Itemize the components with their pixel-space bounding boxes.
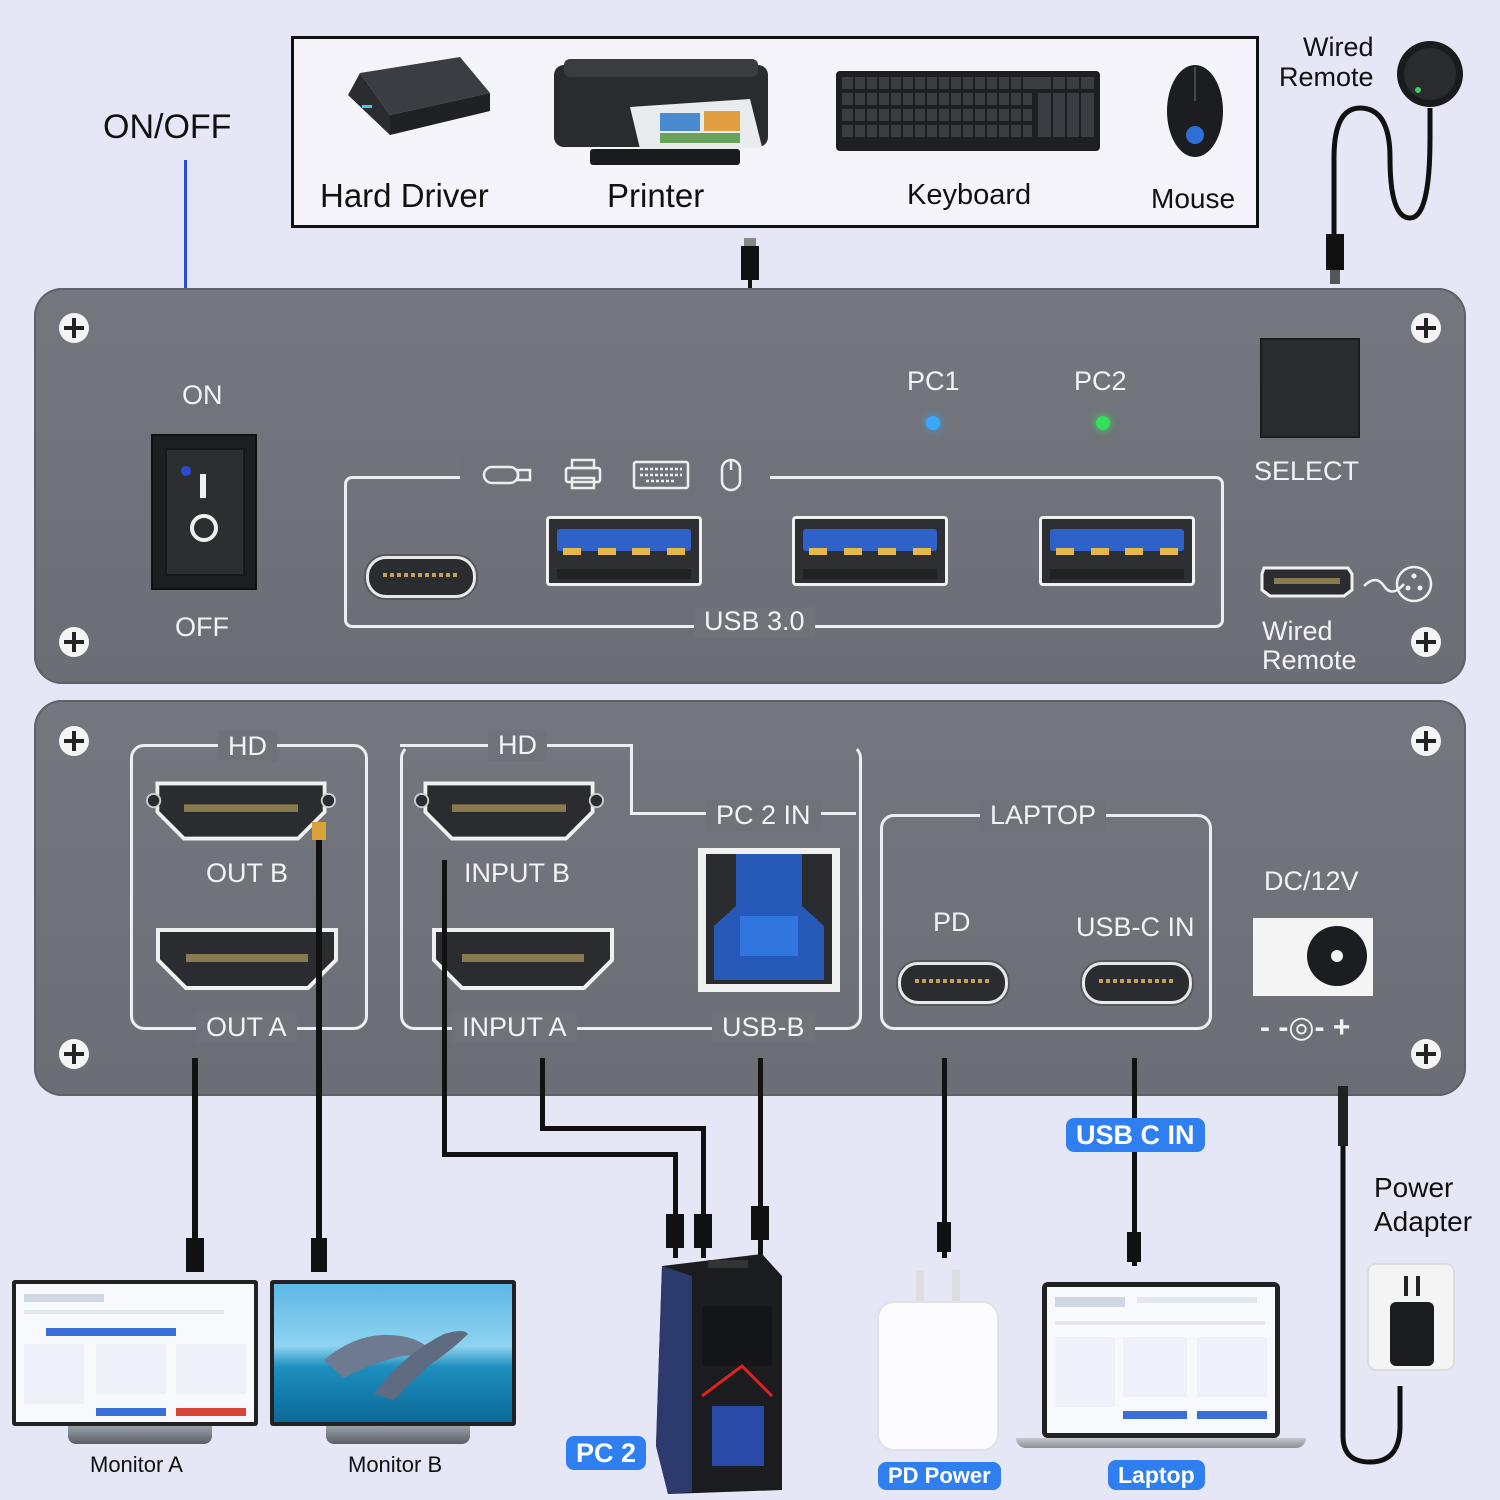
laptop-label: LAPTOP — [980, 800, 1107, 831]
monitor-a-label: Monitor A — [90, 1452, 183, 1477]
peripherals-box: Hard Driver Printer Keyboard Mouse — [291, 36, 1259, 228]
wired-remote-title-line2: Remote — [1279, 62, 1374, 92]
power-adapter-line2: Adapter — [1374, 1206, 1473, 1237]
hdmi-out-a-port[interactable] — [152, 926, 342, 992]
mouse-small-icon — [720, 458, 742, 492]
pc-tower-icon — [656, 1254, 782, 1494]
cable-input-a-drop — [701, 1126, 706, 1258]
polarity-label: - -◎- + — [1260, 1011, 1351, 1044]
cable-input-b-drop — [673, 1152, 678, 1258]
hdmi-input-a-port[interactable] — [428, 926, 618, 992]
pc2-led — [1096, 416, 1110, 430]
dolphin-icon — [324, 1331, 468, 1400]
cable-input-a-horiz — [540, 1126, 706, 1131]
screw-icon — [1411, 1039, 1441, 1069]
input-frame — [400, 744, 862, 1030]
usb-a-port-2[interactable] — [792, 516, 948, 586]
usbc-in-port[interactable] — [1082, 962, 1192, 1004]
wired-remote-port-label-line2: Remote — [1262, 645, 1357, 675]
wired-remote-port[interactable] — [1260, 562, 1440, 606]
out-a-label: OUT A — [196, 1012, 297, 1043]
usb-b-port[interactable] — [696, 846, 842, 994]
input-a-label: INPUT A — [452, 1012, 577, 1043]
pc2-in-label: PC 2 IN — [706, 800, 821, 831]
mouse-label: Mouse — [1151, 183, 1236, 214]
keyboard-icon — [836, 71, 1100, 151]
usbc-in-label: USB-C IN — [1076, 912, 1195, 942]
pc2-label: PC2 — [1074, 366, 1127, 396]
printer-label: Printer — [607, 177, 705, 214]
monitor-b — [270, 1280, 516, 1426]
pd-power-badge: PD Power — [878, 1462, 1001, 1490]
power-switch[interactable] — [151, 434, 257, 590]
select-label: SELECT — [1254, 456, 1360, 486]
usb-icons-strip — [460, 455, 770, 495]
wired-remote-icon — [1326, 41, 1463, 284]
cable-input-a-vert — [540, 1058, 545, 1130]
usb-a-port-3[interactable] — [1039, 516, 1195, 586]
usb-b-label: USB-B — [712, 1012, 815, 1043]
out-b-label: OUT B — [206, 858, 289, 888]
laptop-device — [1042, 1282, 1280, 1438]
switch-off-label: OFF — [175, 612, 229, 642]
pd-label: PD — [933, 907, 971, 937]
input-b-label: INPUT B — [464, 858, 571, 888]
select-button[interactable] — [1260, 338, 1360, 438]
cable-power-adapter — [1338, 1086, 1403, 1465]
cable-pd — [942, 1058, 947, 1258]
printer-icon — [554, 59, 768, 165]
hd-left-label: HD — [218, 731, 277, 762]
cable-out-a — [192, 1058, 198, 1258]
usb30-label: USB 3.0 — [694, 606, 815, 637]
pc1-label: PC1 — [907, 366, 960, 396]
pd-charger-icon — [877, 1270, 999, 1451]
usb-c-in-badge: USB C IN — [1066, 1118, 1205, 1152]
wired-remote-title-line1: Wired — [1303, 32, 1374, 62]
usb-c-port-front[interactable] — [366, 556, 476, 598]
power-adapter-line1: Power — [1374, 1172, 1454, 1203]
pc1-led — [926, 416, 940, 430]
usb-a-port-1[interactable] — [546, 516, 702, 586]
screw-icon — [1411, 627, 1441, 657]
cable-input-b-vert — [442, 860, 447, 1154]
usb-drive-icon — [482, 465, 532, 485]
dc12v-label: DC/12V — [1264, 866, 1359, 896]
screw-icon — [59, 313, 89, 343]
screw-icon — [1411, 313, 1441, 343]
screw-icon — [59, 627, 89, 657]
hard-drive-icon — [348, 57, 490, 135]
screw-icon — [1411, 726, 1441, 756]
on-off-title: ON/OFF — [103, 108, 232, 146]
screw-icon — [59, 1039, 89, 1069]
mouse-icon — [1167, 65, 1223, 157]
cable-out-b — [316, 830, 322, 1260]
printer-small-icon — [564, 458, 602, 490]
keyboard-small-icon — [632, 460, 690, 490]
hdmi-input-b-port[interactable] — [414, 778, 604, 844]
hd-mid-label: HD — [488, 730, 547, 761]
cable-usb-b — [758, 1058, 763, 1258]
keyboard-label: Keyboard — [907, 179, 1032, 211]
laptop-base — [1016, 1438, 1306, 1448]
cable-input-b-horiz — [442, 1152, 678, 1157]
pd-usb-c-port[interactable] — [898, 962, 1008, 1004]
monitor-b-label: Monitor B — [348, 1452, 443, 1477]
screw-icon — [59, 726, 89, 756]
cable-usbc-in — [1132, 1058, 1137, 1266]
switch-on-label: ON — [182, 380, 223, 410]
power-adapter-icon — [1367, 1263, 1455, 1371]
hdmi-out-b-port[interactable] — [146, 778, 336, 844]
monitor-a-stand — [68, 1426, 212, 1444]
laptop-badge: Laptop — [1108, 1460, 1205, 1490]
hard-driver-label: Hard Driver — [320, 177, 489, 214]
wired-remote-port-label-line1: Wired — [1262, 616, 1333, 646]
dc-power-jack[interactable] — [1253, 918, 1373, 996]
monitor-a — [12, 1280, 258, 1426]
pc2-badge: PC 2 — [566, 1436, 647, 1470]
monitor-b-stand — [326, 1426, 470, 1444]
